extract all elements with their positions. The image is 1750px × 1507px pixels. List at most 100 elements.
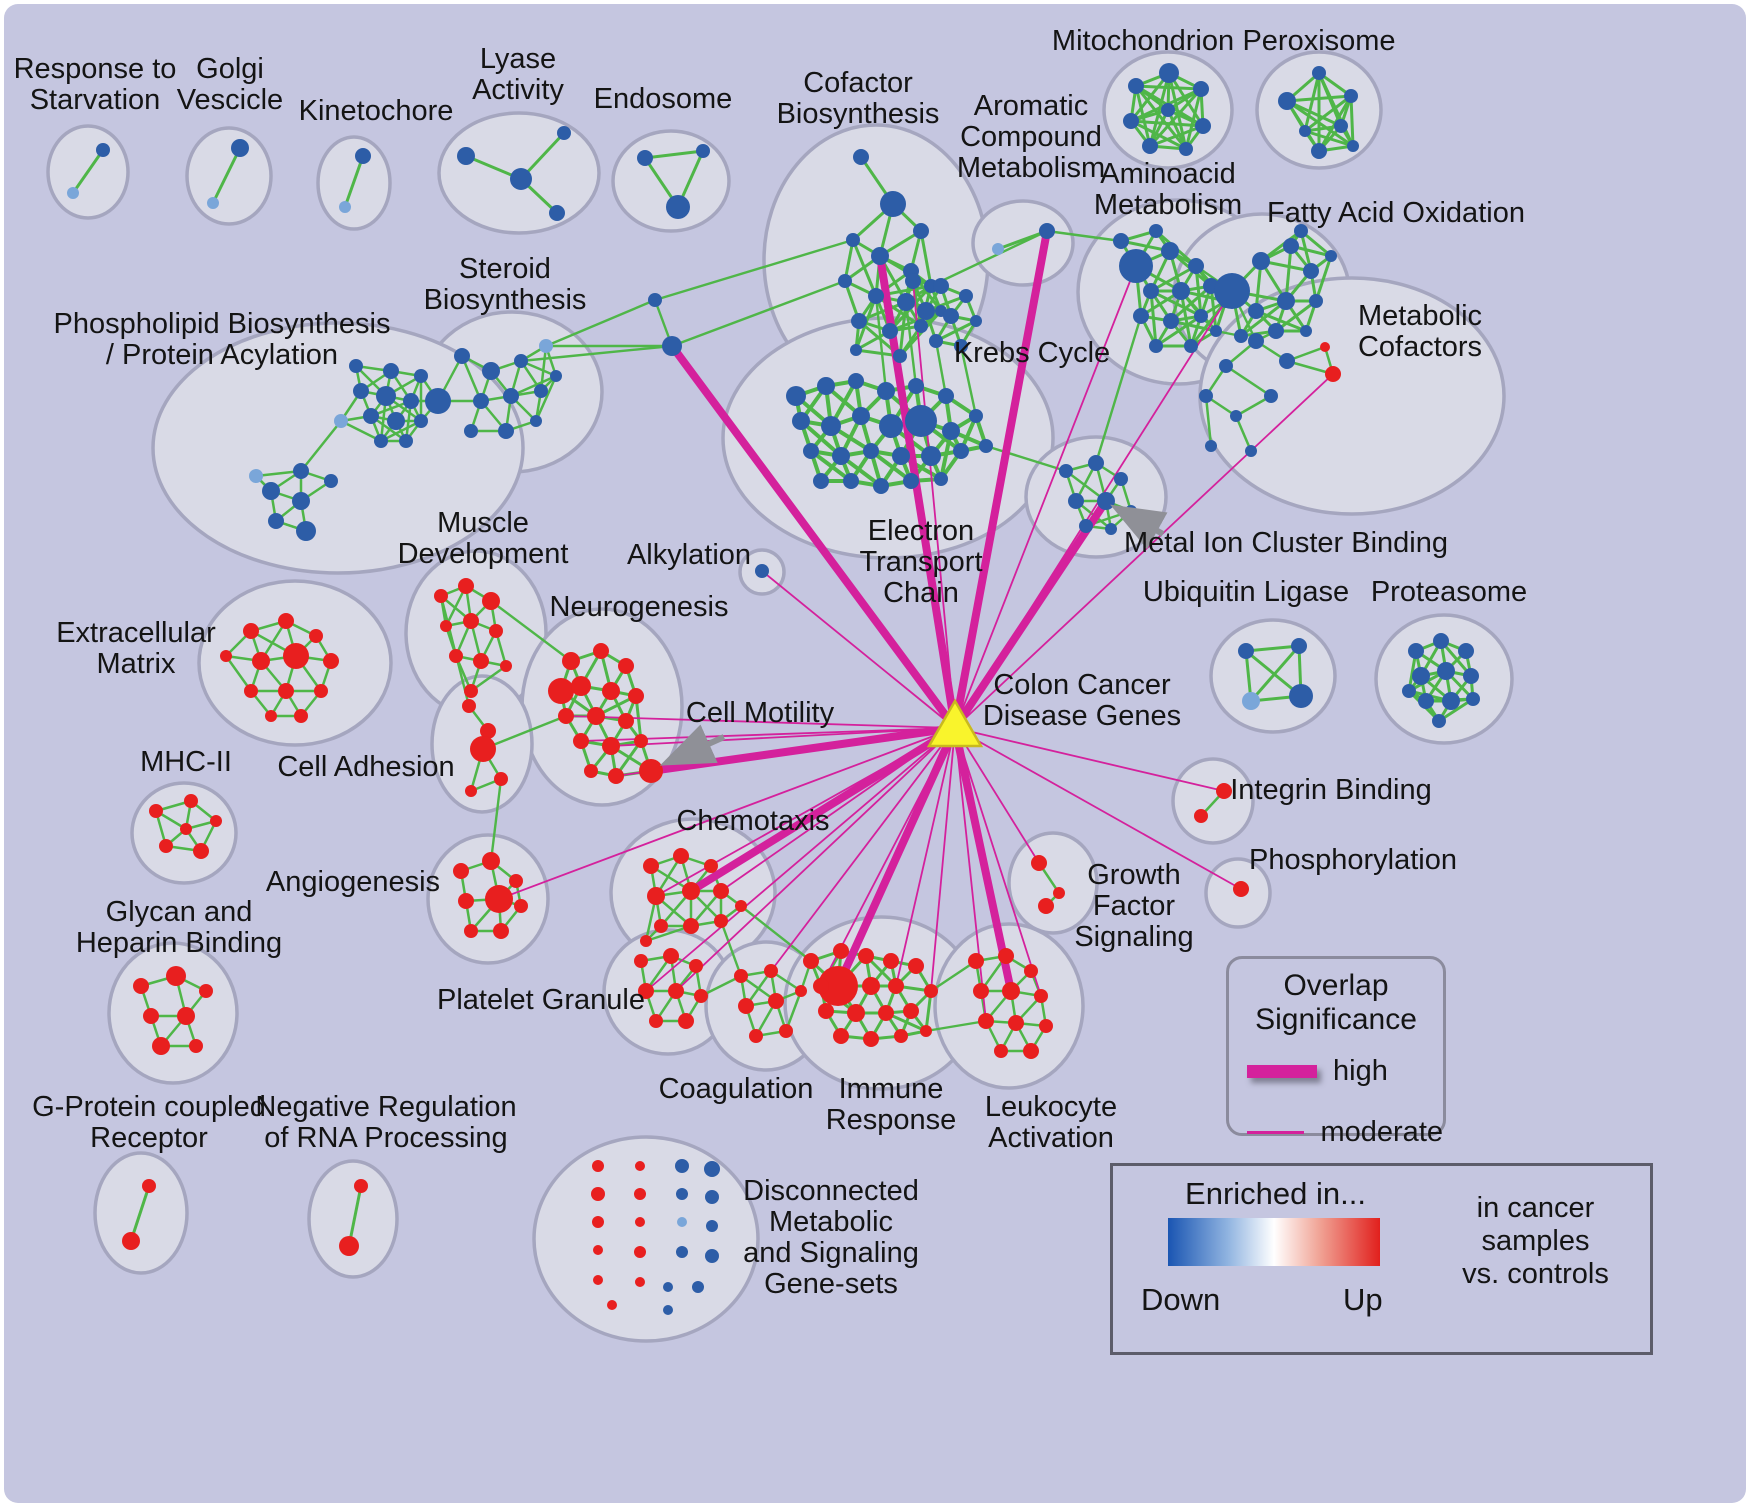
gene-set-node bbox=[1097, 492, 1115, 510]
gene-set-node bbox=[1188, 258, 1204, 274]
gene-set-node bbox=[803, 953, 819, 969]
gene-set-edge bbox=[1240, 299, 1287, 338]
gene-set-node bbox=[509, 874, 523, 888]
gene-set-node bbox=[133, 978, 149, 994]
gene-set-node bbox=[220, 650, 232, 662]
gene-set-node bbox=[608, 768, 624, 784]
gene-set-node bbox=[403, 393, 419, 409]
gene-set-node bbox=[530, 415, 542, 427]
gene-set-edge bbox=[925, 1019, 987, 1033]
gene-set-node bbox=[464, 424, 478, 438]
gene-set-node bbox=[1248, 333, 1264, 349]
gene-set-node bbox=[464, 684, 478, 698]
gene-set-edge bbox=[1167, 72, 1188, 150]
gene-set-node bbox=[640, 935, 652, 947]
gene-set-node bbox=[873, 478, 889, 494]
gene-set-node bbox=[1142, 138, 1158, 154]
gene-set-node bbox=[692, 1281, 704, 1293]
gene-set-node bbox=[473, 393, 489, 409]
gene-set-node bbox=[1113, 233, 1129, 249]
gene-set-edge bbox=[224, 655, 253, 692]
gene-set-node bbox=[244, 684, 258, 698]
gene-set-node bbox=[714, 914, 728, 928]
neurogenesis-label: Neurogenesis bbox=[550, 591, 729, 623]
gene-set-node bbox=[795, 985, 807, 997]
gene-set-edge bbox=[985, 444, 1067, 473]
gene-set-node bbox=[440, 620, 452, 632]
gene-set-node bbox=[1432, 714, 1446, 728]
gene-set-node bbox=[871, 247, 889, 265]
gene-set-node bbox=[514, 354, 528, 368]
gene-set-node bbox=[539, 339, 553, 353]
gene-set-node bbox=[851, 313, 867, 329]
gene-set-edge bbox=[1245, 644, 1300, 653]
gene-set-node bbox=[1299, 125, 1311, 137]
gene-set-node bbox=[1194, 309, 1208, 323]
gene-set-node bbox=[353, 383, 369, 399]
gene-set-node bbox=[514, 899, 528, 913]
overlap-link-moderate bbox=[895, 727, 956, 987]
gene-set-node bbox=[1408, 643, 1424, 659]
gene-set-node bbox=[470, 736, 496, 762]
gene-set-node bbox=[363, 408, 379, 424]
gene-set-node bbox=[592, 1216, 604, 1228]
gene-set-node bbox=[764, 964, 778, 978]
gene-set-node bbox=[1149, 224, 1163, 238]
gene-set-edge bbox=[534, 375, 558, 422]
gene-set-node bbox=[278, 683, 294, 699]
gene-set-node bbox=[1039, 223, 1055, 239]
gene-set-node bbox=[283, 643, 309, 669]
fatty-acid-oxidation-label: Fatty Acid Oxidation bbox=[1267, 197, 1525, 229]
gene-set-node bbox=[953, 443, 969, 459]
gene-set-node bbox=[485, 885, 513, 913]
gene-set-node bbox=[210, 815, 222, 827]
gene-set-node bbox=[704, 1161, 720, 1177]
gene-set-edge bbox=[1275, 299, 1317, 333]
gene-set-node bbox=[1161, 103, 1175, 117]
gene-set-node bbox=[1002, 982, 1020, 1000]
gene-set-node bbox=[696, 144, 710, 158]
gene-set-node bbox=[1242, 692, 1260, 710]
gene-set-node bbox=[978, 1013, 994, 1029]
up-regulated-label: Up bbox=[1343, 1282, 1383, 1317]
chemotaxis-label: Chemotaxis bbox=[676, 805, 829, 837]
gene-set-node bbox=[1294, 224, 1308, 238]
gene-set-node bbox=[454, 348, 470, 364]
cell-motility-label: Cell Motility bbox=[686, 697, 835, 729]
gene-set-edge bbox=[300, 420, 342, 472]
moderate-significance-line-sample bbox=[1247, 1131, 1305, 1134]
gene-set-node bbox=[1238, 643, 1254, 659]
gene-set-node bbox=[832, 447, 850, 465]
gene-set-node bbox=[1123, 113, 1139, 129]
gene-set-node bbox=[821, 416, 841, 436]
gene-set-node bbox=[464, 924, 478, 938]
gene-set-node bbox=[349, 359, 363, 373]
gene-set-node bbox=[573, 733, 589, 749]
gene-set-node bbox=[193, 843, 209, 859]
gene-set-edge bbox=[1286, 99, 1342, 128]
gene-set-node bbox=[1320, 342, 1330, 352]
gene-set-edge bbox=[898, 309, 943, 358]
gene-set-node bbox=[1119, 249, 1153, 283]
gene-set-node bbox=[850, 344, 862, 356]
gene-set-edge bbox=[1046, 229, 1122, 243]
gene-set-node bbox=[1325, 250, 1337, 262]
gene-set-node bbox=[593, 1275, 603, 1285]
gene-set-node bbox=[1309, 294, 1323, 308]
gene-set-node bbox=[399, 434, 413, 448]
gene-set-node bbox=[863, 1031, 879, 1047]
gene-set-node bbox=[678, 1013, 694, 1029]
gene-set-node bbox=[635, 1277, 645, 1287]
gene-set-node bbox=[387, 412, 405, 430]
coagulation-label: Coagulation bbox=[659, 1073, 814, 1105]
gene-set-node bbox=[122, 1232, 140, 1250]
